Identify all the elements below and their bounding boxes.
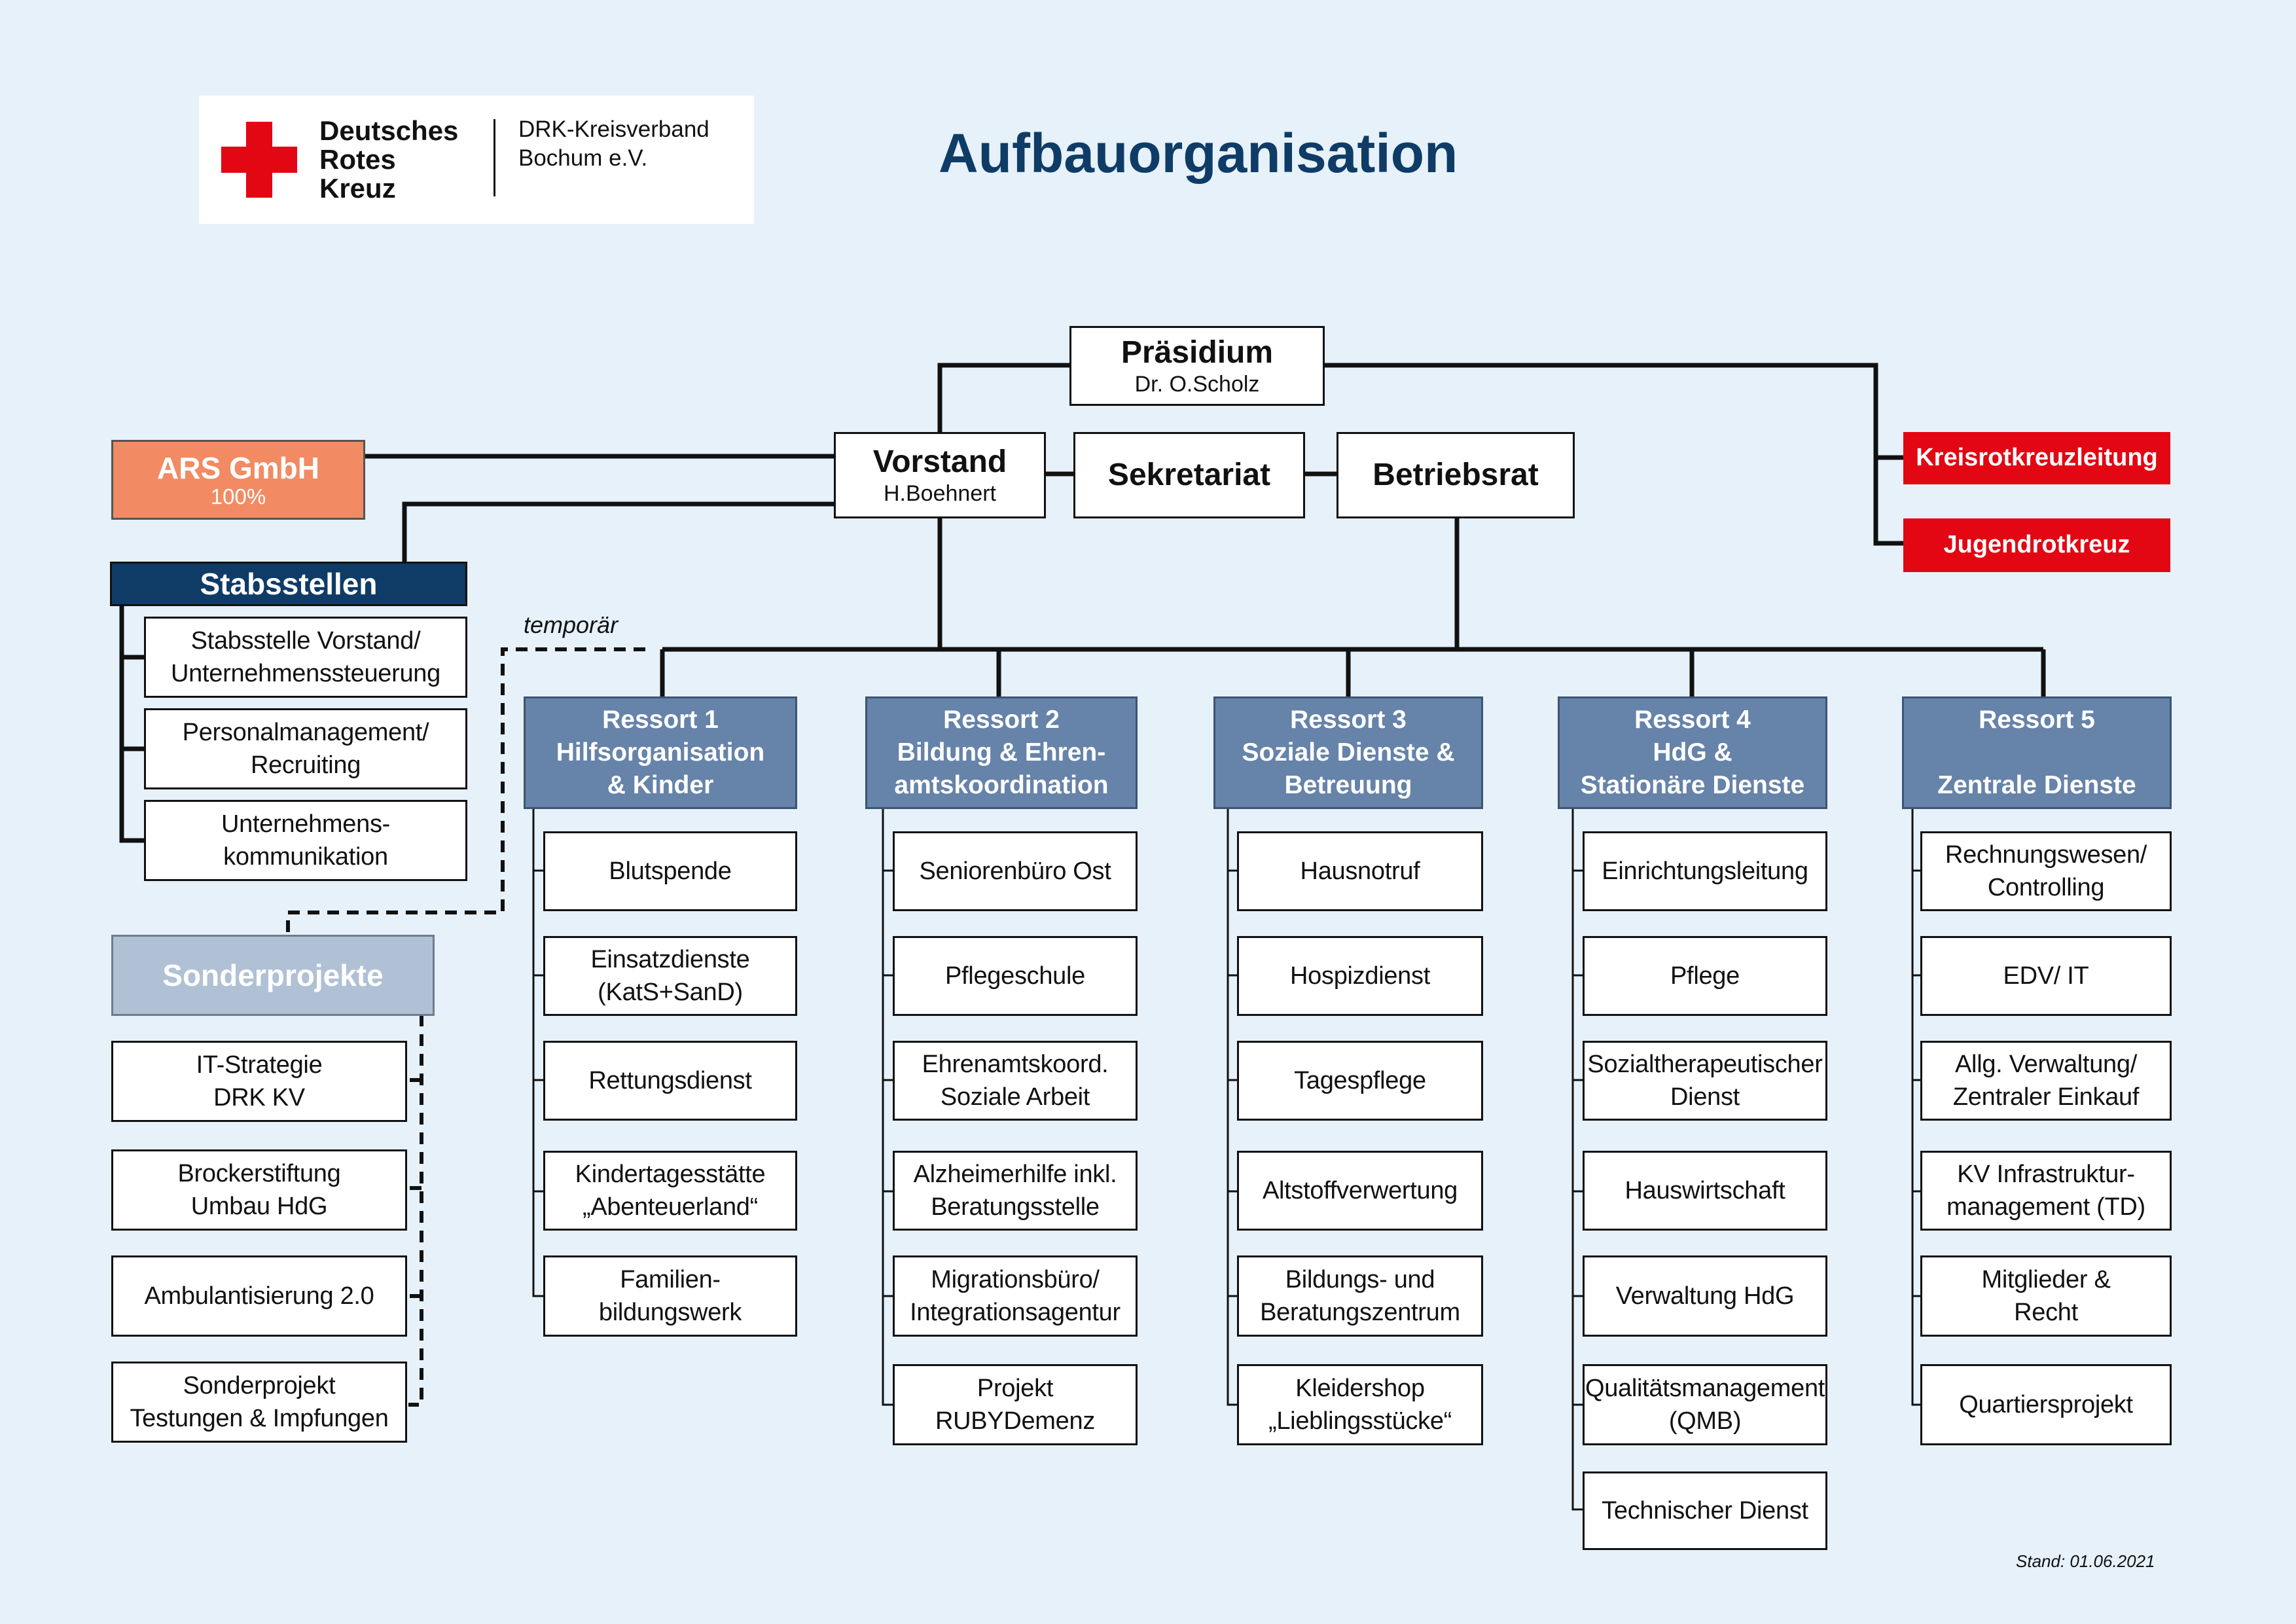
- ressort-item: Rettungsdienst: [543, 1041, 797, 1121]
- sonderprojekt-item: Sonderprojekt Testungen & Impfungen: [111, 1362, 407, 1443]
- node-vorstand: Vorstand H.Boehnert: [834, 432, 1046, 518]
- ressort-item: Seniorenbüro Ost: [893, 831, 1138, 911]
- sonderprojekte-header: Sonderprojekte: [111, 935, 435, 1016]
- stabsstelle-item: Stabsstelle Vorstand/ Unternehmenssteuer…: [144, 617, 467, 698]
- ressort-item: Einrichtungsleitung: [1583, 831, 1827, 911]
- ressort-item: Ehrenamtskoord. Soziale Arbeit: [893, 1041, 1138, 1121]
- ressort-item: Altstoffverwertung: [1237, 1151, 1483, 1231]
- node-jugendrotkreuz: Jugendrotkreuz: [1903, 518, 2170, 572]
- stabsstelle-item: Personalmanagement/ Recruiting: [144, 708, 467, 789]
- ressort-item: Einsatzdienste (KatS+SanD): [543, 936, 797, 1016]
- stand-date: Stand: 01.06.2021: [2016, 1551, 2155, 1571]
- logo-separator: [493, 119, 495, 196]
- ressort-item: Familien- bildungswerk: [543, 1255, 797, 1337]
- line-praesidium-vorstand: [937, 363, 1071, 432]
- node-ars-gmbh: ARS GmbH 100%: [111, 440, 365, 520]
- ressort-item: Hauswirtschaft: [1583, 1151, 1827, 1231]
- ressort-item: KV Infrastruktur- management (TD): [1920, 1151, 2172, 1231]
- ressort-item: Hausnotruf: [1237, 831, 1483, 911]
- ressort-item: Bildungs- und Beratungszentrum: [1237, 1255, 1483, 1337]
- ressort-item: Allg. Verwaltung/ Zentraler Einkauf: [1920, 1041, 2172, 1121]
- line-praesidium-red: [1323, 363, 1905, 546]
- ressort-item: Kindertagesstätte „Abenteuerland“: [543, 1151, 797, 1231]
- line-vorstand-stabs: [402, 501, 835, 563]
- node-praesidium: Präsidium Dr. O.Scholz: [1069, 326, 1325, 406]
- ressort-item: Tagespflege: [1237, 1041, 1483, 1121]
- temporaer-label: temporär: [524, 611, 619, 638]
- ressort-3-header: Ressort 3 Soziale Dienste & Betreuung: [1213, 696, 1483, 809]
- sonderprojekt-item: IT-Strategie DRK KV: [111, 1041, 407, 1122]
- ressort-item: Blutspende: [543, 831, 797, 911]
- line-stabs-bracket: [119, 605, 145, 843]
- page-title: Aufbauorganisation: [939, 122, 1458, 184]
- ressort-item: Kleidershop „Lieblingsstücke“: [1237, 1364, 1483, 1445]
- ressort-item: Qualitätsmanagement (QMB): [1583, 1364, 1827, 1445]
- node-sekretariat: Sekretariat: [1073, 432, 1305, 518]
- sonderprojekt-item: Ambulantisierung 2.0: [111, 1255, 407, 1337]
- node-kreisrotkreuzleitung: Kreisrotkreuzleitung: [1903, 432, 2170, 484]
- logo-org-name: DRK-Kreisverband Bochum e.V.: [518, 117, 709, 171]
- ressort-item: Verwaltung HdG: [1583, 1255, 1827, 1337]
- ressort-item: Projekt RUBYDemenz: [893, 1364, 1138, 1445]
- drk-logo: Deutsches Rotes Kreuz DRK-Kreisverband B…: [199, 96, 754, 224]
- ressort-item: Pflegeschule: [893, 936, 1138, 1016]
- ressort-item: Migrationsbüro/ Integrationsagentur: [893, 1255, 1138, 1337]
- sonderprojekt-item: Brockerstiftung Umbau HdG: [111, 1149, 407, 1231]
- ressort-item: Rechnungswesen/ Controlling: [1920, 831, 2172, 911]
- ressort-item: Pflege: [1583, 936, 1827, 1016]
- ressort-item: EDV/ IT: [1920, 936, 2172, 1016]
- logo-name: Deutsches Rotes Kreuz: [319, 115, 459, 204]
- ressort-item: Quartiersprojekt: [1920, 1364, 2172, 1445]
- ressort-1-header: Ressort 1 Hilfsorganisation & Kinder: [524, 696, 797, 809]
- ressort-5-header: Ressort 5 Zentrale Dienste: [1902, 696, 2172, 809]
- ressort-item: Hospizdienst: [1237, 936, 1483, 1016]
- line-sonder-bracket: [408, 1015, 423, 1407]
- ressort-2-header: Ressort 2 Bildung & Ehren- amtskoordinat…: [865, 696, 1138, 809]
- stabsstelle-item: Unternehmens- kommunikation: [144, 800, 467, 881]
- ressort-4-header: Ressort 4 HdG & Stationäre Dienste: [1558, 696, 1827, 809]
- stabsstellen-header: Stabsstellen: [110, 562, 467, 606]
- node-betriebsrat: Betriebsrat: [1336, 432, 1575, 518]
- ressort-item: Technischer Dienst: [1583, 1471, 1827, 1550]
- ressort-item: Mitglieder & Recht: [1920, 1255, 2172, 1337]
- ressort-item: Alzheimerhilfe inkl. Beratungsstelle: [893, 1151, 1138, 1231]
- ressort-item: Sozialtherapeutischer Dienst: [1583, 1041, 1827, 1121]
